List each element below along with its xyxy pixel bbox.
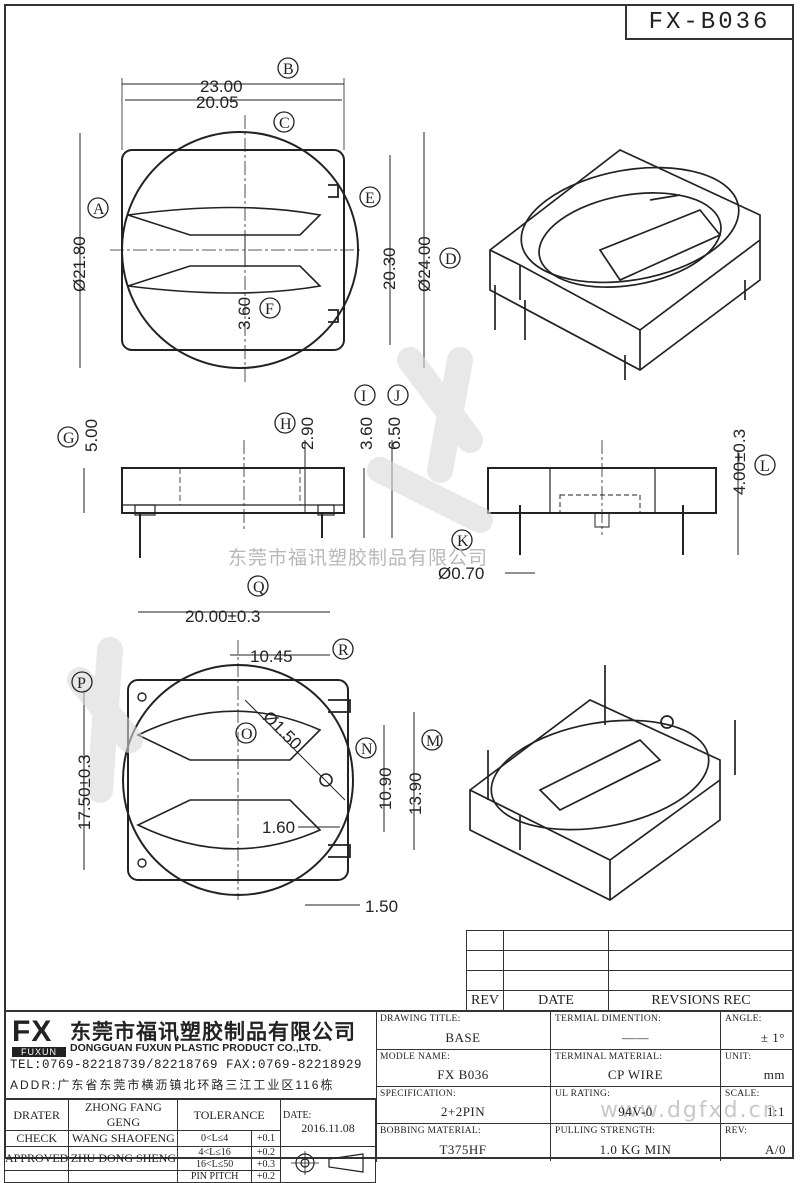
company-name-en: DONGGUAN FUXUN PLASTIC PRODUCT CO.,LTD. xyxy=(70,1042,322,1054)
iso-view-bottom xyxy=(469,665,736,901)
company-logo: FX FUXUN xyxy=(12,1017,66,1057)
label-c: C xyxy=(279,115,290,132)
dim-bottom-half-width: 10.45 xyxy=(250,647,293,666)
dim-side-pin-diameter: Ø0.70 xyxy=(438,564,484,583)
dim-bottom-outer-slot: 13.90 xyxy=(406,772,425,815)
label-g: G xyxy=(63,430,75,447)
check-name: WANG SHAOFENG xyxy=(68,1130,179,1147)
side-view-right xyxy=(487,440,739,574)
label-o: O xyxy=(241,726,253,743)
field-module-name: MODLE NAME:FX B036 xyxy=(376,1050,551,1087)
label-m: M xyxy=(426,733,440,750)
field-scale: SCALE:1:1 xyxy=(721,1087,794,1124)
company-info: FX FUXUN 东莞市福讯塑胶制品有限公司 DONGGUAN FUXUN PL… xyxy=(4,1012,377,1098)
label-r: R xyxy=(338,642,349,659)
dim-bottom-width: 20.00±0.3 xyxy=(185,607,261,626)
field-bobbing-material: BOBBING MATERIAL:T375HF xyxy=(376,1124,551,1161)
drater-name: ZHONG FANG GENG xyxy=(68,1099,179,1131)
drawing-fields: DRAWING TITLE:BASE TERMIAL DIMENTION:—— … xyxy=(376,1012,794,1161)
label-n: N xyxy=(361,741,373,758)
label-b: B xyxy=(283,61,294,78)
dim-bottom-slot: 10.90 xyxy=(376,767,395,810)
signoff-block: DRATER ZHONG FANG GENG TOLERANCE DATE: 2… xyxy=(3,1098,377,1183)
dim-side-pin-offset: 2.90 xyxy=(298,417,317,450)
field-drawing-title: DRAWING TITLE:BASE xyxy=(376,1012,551,1050)
field-pulling-strength: PULLING STRENGTH:1.0 KG MIN xyxy=(551,1124,721,1161)
field-angle: ANGLE:± 1° xyxy=(721,1012,794,1050)
label-f: F xyxy=(265,301,274,318)
dim-side-pin-length: 4.00±0.3 xyxy=(730,429,749,495)
dim-bottom-rib: 1.60 xyxy=(262,818,295,837)
iso-view-top xyxy=(489,149,761,380)
field-terminal-dimention: TERMIAL DIMENTION:—— xyxy=(551,1012,721,1050)
revisions-header: REVSIONS REC xyxy=(608,990,794,1011)
label-bubbles-side xyxy=(57,384,776,551)
label-d: D xyxy=(445,251,457,268)
dim-top-diameter: Ø21.80 xyxy=(70,236,89,292)
dim-top-outer-diameter: Ø24.00 xyxy=(415,236,434,292)
label-bubbles-top xyxy=(87,57,461,319)
drawing-frame xyxy=(4,4,794,1159)
side-view-left xyxy=(83,440,393,558)
top-view xyxy=(79,78,425,385)
label-i: I xyxy=(361,388,366,405)
dim-bottom-height: 17.50±0.3 xyxy=(75,754,94,830)
label-k: K xyxy=(457,533,469,550)
dim-side-base: 3.60 xyxy=(357,417,376,450)
dim-top-gap: 3.60 xyxy=(235,297,254,330)
dim-top-width: 23.00 xyxy=(200,77,243,96)
field-specification: SPECIFICATION:2+2PIN xyxy=(376,1087,551,1124)
company-name-cn: 东莞市福讯塑胶制品有限公司 xyxy=(70,1021,356,1044)
label-e: E xyxy=(365,190,375,207)
label-j: J xyxy=(394,388,400,405)
company-addr: ADDR:广东省东莞市横沥镇北环路三江工业区116栋 xyxy=(10,1078,335,1092)
drawing-number: FX-B036 xyxy=(625,4,794,40)
label-bubbles-bottom xyxy=(71,575,443,759)
dim-top-height: 20.30 xyxy=(380,247,399,290)
label-l: L xyxy=(760,458,770,475)
label-a: A xyxy=(93,201,105,218)
field-rev: REV:A/0 xyxy=(725,1126,786,1157)
field-ul-rating: UL RATING:94V-0 xyxy=(551,1087,721,1124)
date-header: DATE xyxy=(503,990,609,1011)
watermark-url: www.dgfxd.cn xyxy=(600,1098,779,1123)
field-unit: UNIT:mm xyxy=(721,1050,794,1087)
company-tel: TEL:0769-82218739/82218769 FAX:0769-8221… xyxy=(10,1058,363,1072)
dim-bottom-hole: Ø1.50 xyxy=(259,707,305,753)
dim-bottom-tab: 1.50 xyxy=(365,897,398,916)
title-block: FX FUXUN 东莞市福讯塑胶制品有限公司 DONGGUAN FUXUN PL… xyxy=(3,1010,794,1183)
dim-side-total: 6.50 xyxy=(385,417,404,450)
dim-side-height: 5.00 xyxy=(82,419,101,452)
drawing-date: 2016.11.08 xyxy=(301,1121,355,1135)
rev-header: REV xyxy=(466,990,504,1011)
revision-table: REV DATE REVSIONS REC xyxy=(466,930,794,1011)
field-terminal-material: TERMINAL MATERIAL:CP WIRE xyxy=(551,1050,721,1087)
label-p: P xyxy=(77,675,86,692)
approved-name: ZHU DONG SHENG xyxy=(68,1146,179,1171)
dim-top-inner-width: 20.05 xyxy=(196,93,239,112)
bottom-view xyxy=(83,611,415,906)
watermark-company: 东莞市福讯塑胶制品有限公司 xyxy=(228,548,489,569)
label-q: Q xyxy=(253,579,265,596)
label-h: H xyxy=(280,416,292,433)
